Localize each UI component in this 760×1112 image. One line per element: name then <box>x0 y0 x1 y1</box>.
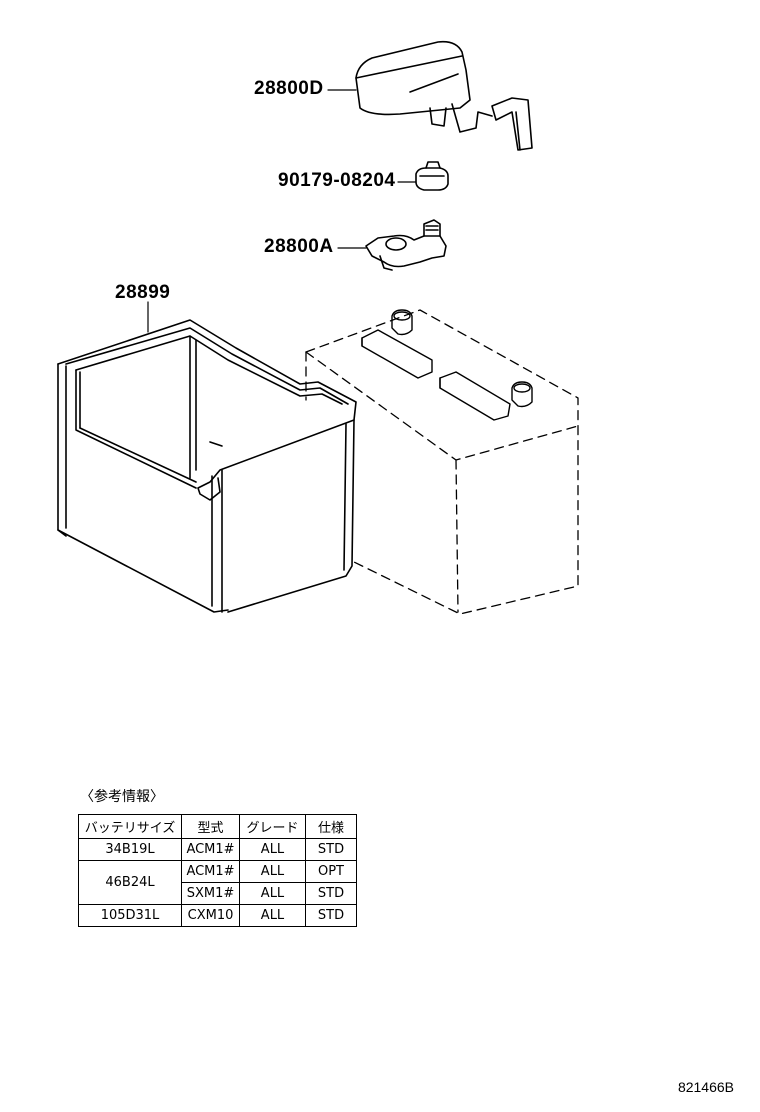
reference-header-row: バッテリサイズ 型式 グレード 仕様 <box>78 814 357 839</box>
figure-code: 821466B <box>677 1079 734 1095</box>
terminal-clamp-part <box>365 219 447 271</box>
nut-part <box>415 161 449 191</box>
cell-grade: ALL <box>239 860 306 883</box>
cell-grade: ALL <box>239 882 306 905</box>
table-row: SXM1# ALL STD <box>79 882 357 905</box>
callout-90179-08204: 90179-08204 <box>278 170 396 191</box>
callout-28800D: 28800D <box>254 78 324 99</box>
table-row: 105D31L CXM10 ALL STD <box>78 904 357 927</box>
cell-grade: ALL <box>239 838 306 861</box>
table-row: 34B19L ACM1# ALL STD <box>78 838 357 861</box>
header-grade: グレード <box>239 814 306 839</box>
header-battery-size: バッテリサイズ <box>78 814 182 839</box>
cell-model: ACM1# <box>181 860 240 883</box>
header-model: 型式 <box>181 814 240 839</box>
table-row: 46B24L ACM1# ALL OPT <box>78 860 357 905</box>
cell-grade: ALL <box>239 904 306 927</box>
cell-spec: STD <box>305 904 357 927</box>
callout-28899: 28899 <box>115 282 171 303</box>
battery-outline <box>305 309 579 615</box>
cell-model: ACM1# <box>181 838 240 861</box>
cell-model: SXM1# <box>181 882 240 905</box>
battery-terminals <box>361 309 533 421</box>
cell-spec: OPT <box>305 860 357 883</box>
callout-28800A: 28800A <box>264 236 334 257</box>
cell-size: 105D31L <box>78 904 182 927</box>
reference-table: バッテリサイズ 型式 グレード 仕様 34B19L ACM1# ALL STD … <box>78 814 357 927</box>
cell-spec: STD <box>305 838 357 861</box>
battery-tray-part <box>57 301 357 613</box>
cell-spec: STD <box>305 882 357 905</box>
cell-model: CXM10 <box>181 904 240 927</box>
terminal-cover-part <box>355 40 533 151</box>
reference-heading: 〈参考情報〉 <box>80 789 164 805</box>
cell-size: 46B24L <box>78 860 182 905</box>
header-spec: 仕様 <box>305 814 357 839</box>
cell-size: 34B19L <box>78 838 182 861</box>
